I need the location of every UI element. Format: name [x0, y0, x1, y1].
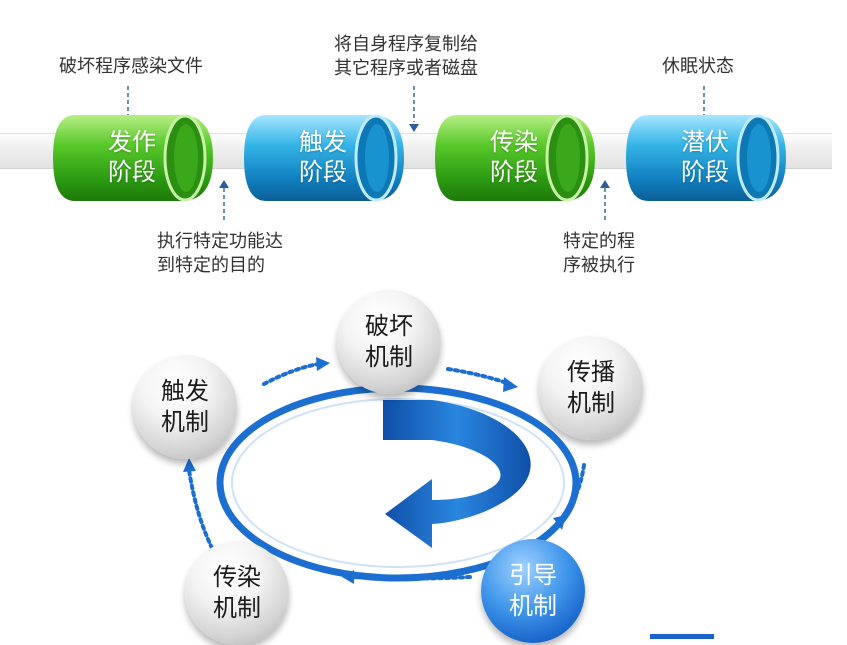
arrowhead-guide-infect	[342, 570, 354, 584]
cycle-return-arrow	[383, 400, 531, 548]
mechanism-infect: 传染 机制	[185, 541, 289, 645]
stage-attack-label: 发作 阶段	[108, 128, 156, 186]
arrowhead-destroy-spread	[503, 377, 518, 392]
bottom-accent-bar	[650, 634, 714, 639]
arrowhead-program	[600, 180, 610, 188]
note-execute-function: 执行特定功能达 到特定的目的	[157, 231, 283, 276]
mechanism-infect-label: 传染 机制	[213, 563, 261, 622]
stage-trigger-label: 触发 阶段	[299, 128, 347, 186]
note-destroy-infect: 破坏程序感染文件	[59, 56, 203, 77]
arrow-destroy-to-spread	[446, 367, 509, 385]
stage-trigger: 触发 阶段	[244, 113, 404, 203]
mechanism-spread-label: 传播 机制	[567, 358, 615, 417]
arrow-infect-to-trigger	[187, 468, 214, 550]
arrowhead-copy	[409, 124, 419, 132]
mechanism-guide: 引导 机制	[481, 539, 585, 643]
arrowhead-infect-trigger	[183, 458, 196, 472]
stage-dormant-label: 潜伏 阶段	[681, 128, 729, 186]
mechanism-spread: 传播 机制	[539, 336, 643, 440]
mechanism-destroy-label: 破坏 机制	[365, 312, 413, 371]
arrowhead-spread-guide	[553, 515, 566, 530]
mechanism-trigger: 触发 机制	[133, 355, 237, 459]
note-dormant: 休眠状态	[662, 56, 734, 77]
arrow-guide-to-infect	[350, 575, 472, 581]
stage-dormant: 潜伏 阶段	[626, 113, 786, 203]
arrow-trigger-to-destroy	[262, 362, 320, 386]
stage-attack: 发作 阶段	[53, 113, 213, 203]
note-program-executed: 特定的程 序被执行	[563, 231, 635, 276]
stage-infect-label: 传染 阶段	[490, 128, 538, 186]
note-copy-self: 将自身程序复制给 其它程序或者磁盘	[334, 34, 478, 79]
mechanism-destroy: 破坏 机制	[337, 290, 441, 394]
mechanism-trigger-label: 触发 机制	[161, 377, 209, 436]
arrowhead-execute	[219, 180, 229, 188]
stage-infect: 传染 阶段	[435, 113, 595, 203]
mechanism-guide-label: 引导 机制	[509, 561, 557, 620]
arrowhead-trigger-destroy	[316, 357, 330, 371]
stage-connectors	[127, 86, 705, 222]
